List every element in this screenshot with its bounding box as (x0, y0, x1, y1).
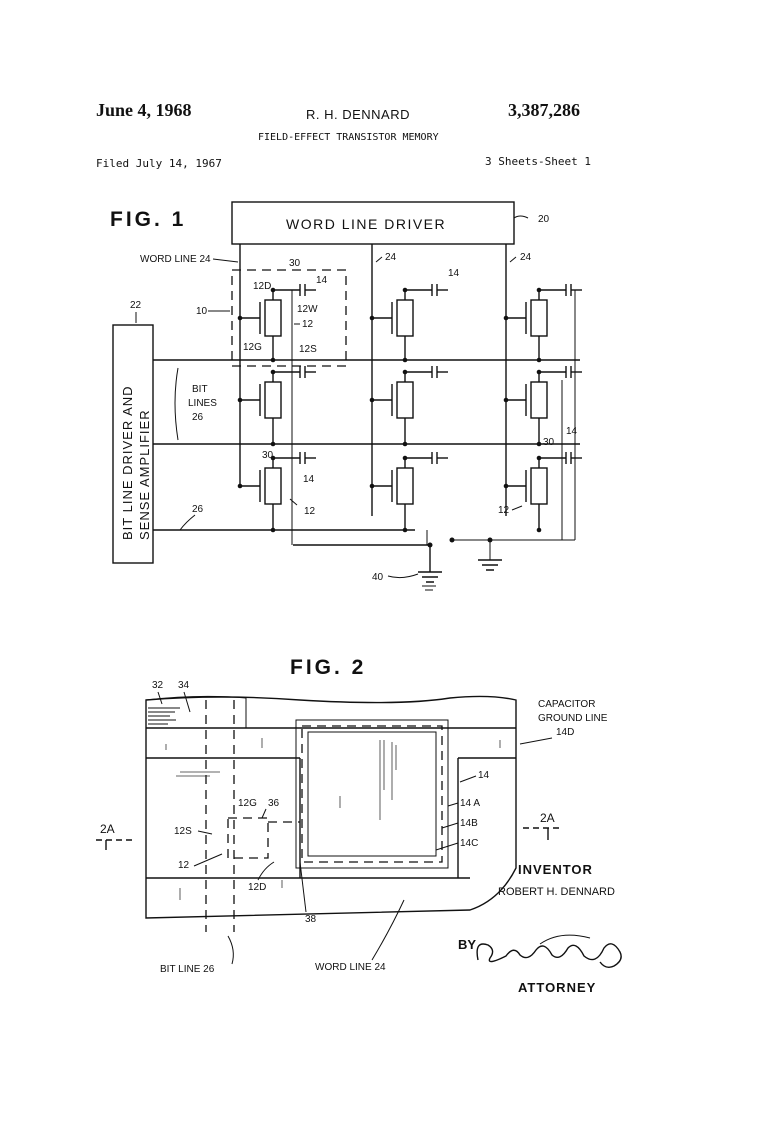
inventor-header: R. H. DENNARD (306, 107, 411, 122)
bit-line-node (402, 357, 408, 363)
ref-10: 10 (196, 306, 208, 317)
ref-12: 12 (302, 319, 314, 330)
word-line-driver-label: WORD LINE DRIVER (286, 216, 446, 232)
storage-node (402, 455, 408, 461)
word-line-label: WORD LINE 24 (140, 254, 211, 265)
ref-2A-left: 2A (100, 822, 115, 836)
ref-32: 32 (152, 680, 164, 691)
ref-12S: 12S (299, 344, 317, 355)
ref-12W: 12W (297, 304, 318, 315)
bit-line-node (536, 357, 542, 363)
bit-line-node (402, 527, 408, 533)
word-line-node (237, 483, 243, 489)
storage-node (270, 369, 276, 375)
bit-line-node (402, 441, 408, 447)
ref-12-fig2: 12 (178, 860, 190, 871)
ref-30-br: 30 (543, 437, 555, 448)
ref-14-fig2: 14 (478, 770, 490, 781)
bit-line-node (536, 441, 542, 447)
ref-38: 38 (305, 914, 317, 925)
word-line-node (369, 397, 375, 403)
ref-12-br: 12 (498, 505, 510, 516)
ref-40: 40 (372, 572, 384, 583)
ref-30-top: 30 (289, 258, 301, 269)
cap-ground-line2: GROUND LINE (538, 713, 608, 724)
ref-14-br: 14 (566, 426, 578, 437)
fig2-title: FIG. 2 (290, 656, 366, 679)
word-line-node (503, 483, 509, 489)
ref-34: 34 (178, 680, 190, 691)
word-line-node (503, 315, 509, 321)
word-line-node (237, 315, 243, 321)
ref-24b: 24 (520, 252, 532, 263)
bit-line-node (536, 527, 542, 533)
ref-26: 26 (192, 504, 204, 515)
inventor-heading: INVENTOR (518, 862, 593, 877)
bit-line-26-label: BIT LINE 26 (160, 964, 215, 975)
attorney-label: ATTORNEY (518, 980, 597, 995)
ref-14A: 14 A (460, 798, 480, 809)
word-line-node (369, 315, 375, 321)
bit-line-node (270, 357, 276, 363)
storage-node (536, 455, 542, 461)
ref-12D: 12D (253, 281, 271, 292)
bit-line-node (270, 441, 276, 447)
by-label: BY (458, 937, 477, 952)
fig1-title: FIG. 1 (110, 208, 186, 231)
cap-ground-line1: CAPACITOR (538, 699, 595, 710)
storage-node (402, 287, 408, 293)
inventor-full-name: ROBERT H. DENNARD (498, 886, 615, 898)
ref-12-bl: 12 (304, 506, 316, 517)
bit-lines-label-3: 26 (192, 412, 204, 423)
ref-14C: 14C (460, 838, 478, 849)
ref-2A-right: 2A (540, 811, 555, 825)
bit-driver-line2: SENSE AMPLIFIER (137, 409, 152, 540)
cap-ground-line3: 14D (556, 727, 574, 738)
bit-lines-label-1: BIT (192, 384, 208, 395)
ref-36: 36 (268, 798, 280, 809)
ref-12D-fig2: 12D (248, 882, 266, 893)
ref-30-bl: 30 (262, 450, 274, 461)
bit-driver-line1: BIT LINE DRIVER AND (120, 385, 135, 540)
ref-14-bl: 14 (303, 474, 315, 485)
word-line-node (237, 397, 243, 403)
storage-node (270, 287, 276, 293)
sheet-count: 3 Sheets-Sheet 1 (485, 155, 591, 168)
ref-12G-fig2: 12G (238, 798, 257, 809)
ref-20: 20 (538, 214, 550, 225)
bit-line-node (270, 527, 276, 533)
ref-12S-fig2: 12S (174, 826, 192, 837)
storage-node (536, 369, 542, 375)
word-line-node (503, 397, 509, 403)
patent-number: 3,387,286 (508, 100, 580, 120)
patent-date: June 4, 1968 (96, 100, 192, 120)
ref-22: 22 (130, 300, 142, 311)
storage-node (536, 287, 542, 293)
ref-14-top: 14 (316, 275, 328, 286)
word-line-24-label: WORD LINE 24 (315, 962, 386, 973)
storage-node (402, 369, 408, 375)
ref-14-col2: 14 (448, 268, 460, 279)
ref-14B: 14B (460, 818, 478, 829)
patent-title: FIELD-EFFECT TRANSISTOR MEMORY (258, 132, 439, 143)
ref-12G: 12G (243, 342, 262, 353)
filed-date: Filed July 14, 1967 (96, 157, 222, 170)
word-line-node (369, 483, 375, 489)
word-line-driver-box (231, 201, 515, 245)
bit-lines-label-2: LINES (188, 398, 217, 409)
storage-node (270, 455, 276, 461)
ref-24a: 24 (385, 252, 397, 263)
